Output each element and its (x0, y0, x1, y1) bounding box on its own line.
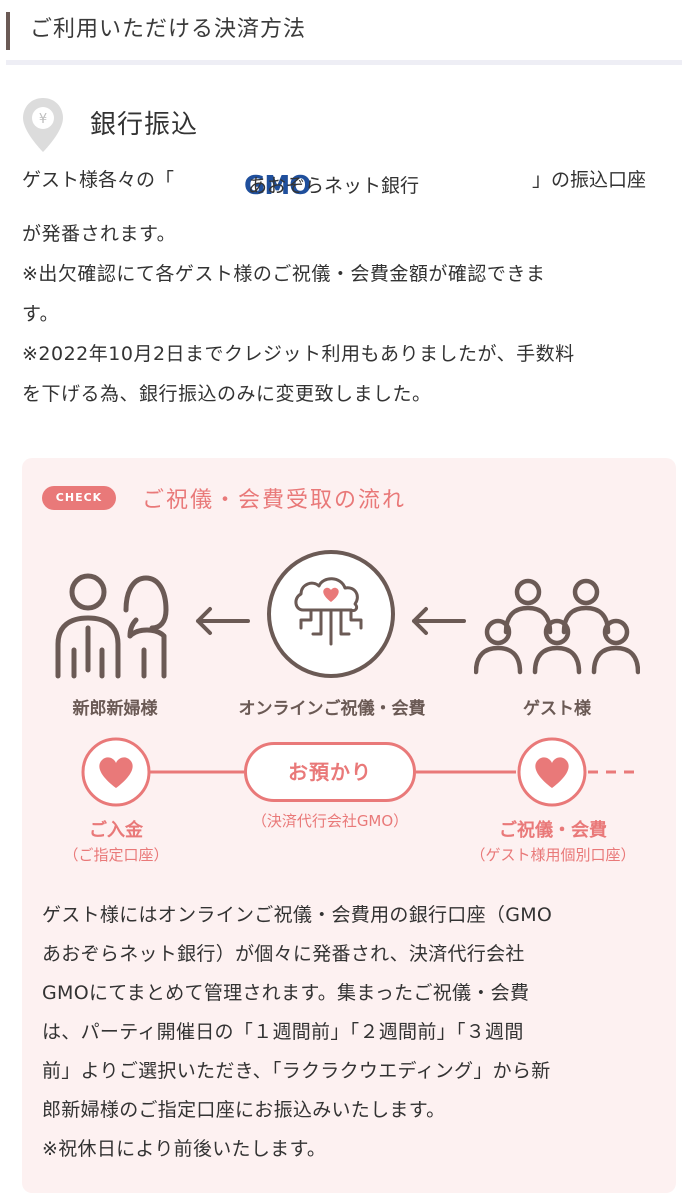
flow-description-line: あおぞらネット銀行）が個々に発番され、決済代行会社 (42, 943, 525, 965)
left-sub-label: （ご指定口座） (63, 846, 169, 864)
bank-name: あおぞらネット銀行 (248, 175, 420, 197)
flow-description-line: GMOにてまとめて管理されます。集まったご祝儀・会費 (42, 982, 530, 1004)
right-sub-label: （ゲスト様用個別口座） (470, 846, 636, 864)
yen-location-pin-icon: ¥ (23, 98, 63, 152)
section-title: ご利用いただける決済方法 (30, 17, 307, 42)
method-description-line: を下げる為、銀行振込のみに変更致しました。 (22, 383, 432, 405)
section-header: ご利用いただける決済方法 (0, 0, 696, 65)
method-description-line: が発番されます。 (22, 223, 177, 245)
deposit-holding-pill: お預かり (244, 742, 416, 802)
gmo-logo-mark: GMO (244, 171, 311, 201)
couple-icon (55, 573, 169, 679)
flow-description-line: ゲスト様にはオンラインご祝儀・会費用の銀行口座（GMO (42, 904, 553, 926)
online-label: オンラインご祝儀・会費 (238, 699, 426, 719)
method-description-line: す。 (22, 303, 60, 325)
right-main-label: ご祝儀・会費 (499, 820, 607, 841)
guests-label: ゲスト様 (523, 699, 591, 719)
arrow-left-icon (196, 607, 250, 635)
check-badge: CHECK (42, 486, 116, 510)
method-description-line: ※出欠確認にて各ゲスト様のご祝儀・会費金額が確認できま (22, 263, 546, 285)
payment-flow-timeline (81, 737, 642, 807)
arrow-left-icon (412, 607, 466, 635)
flow-description-line: は、パーティ開催日の「１週間前」「２週間前」「３週間 (42, 1021, 524, 1043)
flow-description-line: 前」よりご選択いただき、「ラクラクウエディング」から新 (42, 1060, 551, 1082)
left-main-label: ご入金 (89, 820, 143, 841)
method-title: 銀行振込 (90, 110, 199, 140)
method-description-line: ※2022年10月2日までクレジット利用もありましたが、手数料 (22, 343, 575, 365)
guests-icon (474, 578, 640, 675)
flow-description-line: 郎新婦様のご指定口座にお振込みいたします。 (42, 1099, 446, 1121)
left-node-label: ご入金 （ご指定口座） (36, 816, 196, 865)
gift-heart-node (517, 737, 587, 807)
center-node-label: （決済代行会社GMO） (226, 808, 434, 831)
right-node-label: ご祝儀・会費 （ゲスト様用個別口座） (448, 816, 658, 865)
header-divider (6, 60, 682, 65)
flow-panel: CHECK ご祝儀・会費受取の流れ 新郎新婦様 オンラインご祝儀・会費 (22, 458, 676, 1193)
flow-description: ゲスト様にはオンラインご祝儀・会費用の銀行口座（GMO あおぞらネット銀行）が個… (42, 896, 662, 1169)
online-cloud-heart-icon (267, 550, 395, 678)
line1-suffix: 」の振込口座 (532, 169, 647, 191)
deposit-heart-node (81, 737, 151, 807)
line1-prefix: ゲスト様各々の「 (22, 169, 175, 191)
flow-description-line: ※祝休日により前後いたします。 (42, 1138, 327, 1160)
center-sub-label: （決済代行会社GMO） (251, 812, 409, 830)
couple-label: 新郎新婦様 (72, 699, 158, 719)
svg-text:¥: ¥ (39, 112, 47, 127)
flow-title: ご祝儀・会費受取の流れ (142, 488, 407, 513)
header-accent-bar (6, 12, 10, 50)
